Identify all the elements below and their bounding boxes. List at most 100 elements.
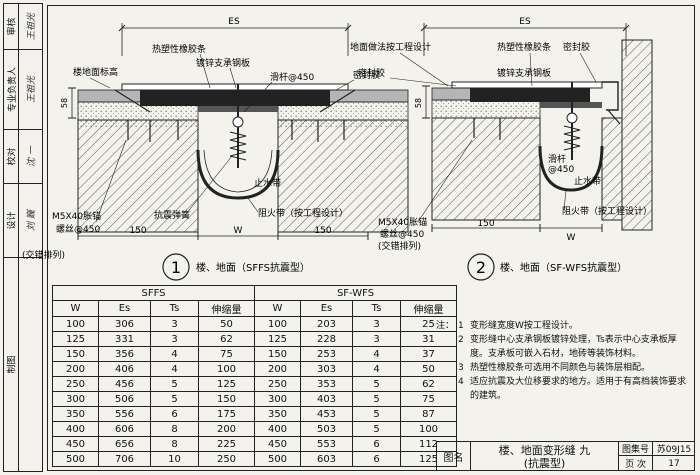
detail-1-number: 1: [171, 258, 181, 277]
table-cell: 4: [150, 346, 199, 362]
table-cell: 253: [300, 346, 353, 362]
atlas-label: 图集号: [619, 442, 653, 456]
table-cell: 250: [52, 376, 99, 392]
table-cell: 200: [52, 361, 99, 377]
title-name: 楼、地面变形缝 九 (抗震型): [471, 442, 619, 471]
detail-1-circle: [162, 253, 190, 281]
table-cell: 228: [300, 331, 353, 347]
note-number: 4: [458, 376, 464, 387]
table-cell: 200: [198, 421, 255, 437]
table-cell: 350: [52, 406, 99, 422]
table-cell: 300: [254, 391, 301, 407]
table-cell: 4: [352, 361, 401, 377]
note-text: 变形缝中心支承钢板镀锌处理，Ts表示中心支承板厚度。支承板可嵌入石材，地砖等装饰…: [470, 334, 677, 359]
dim-es-1: ES: [228, 17, 240, 27]
table-cell: 5: [150, 391, 199, 407]
note-number: 1: [458, 321, 464, 331]
table-cell: 303: [300, 361, 353, 377]
table-cell: 503: [300, 421, 353, 437]
detail-2-title: 楼、地面（SF-WFS抗震型）: [500, 261, 627, 274]
column-header: 伸缩量: [400, 300, 457, 317]
table-cell: 450: [254, 436, 301, 452]
table-cell: 6: [352, 451, 401, 467]
table-cell: 87: [400, 406, 457, 422]
page-label: 页 次: [619, 456, 653, 471]
group-header-sfwfs: SF-WFS: [254, 285, 457, 301]
column-header: W: [52, 300, 99, 317]
table-cell: 62: [198, 331, 255, 347]
table-group-row: SFFS SF-WFS: [52, 285, 457, 301]
label-spring: 抗震弹簧: [154, 209, 190, 221]
table-cell: 350: [254, 406, 301, 422]
table-cell: 456: [98, 376, 151, 392]
label-rubber-strip: 热塑性橡胶条: [152, 43, 206, 55]
table-cell: 306: [98, 316, 151, 332]
table-cell: 100: [400, 421, 457, 437]
detail-2: ES 58 地面做法按工程设计 热塑性橡胶条: [350, 17, 653, 281]
table-cell: 353: [300, 376, 353, 392]
label-anchor-2c: (交错排列): [378, 240, 421, 252]
table-cell: 100: [52, 316, 99, 332]
table-cell: 706: [98, 451, 151, 467]
table-cell: 400: [254, 421, 301, 437]
table-cell: 125: [400, 451, 457, 467]
label-anchor-1: M5X40胀锚: [52, 210, 101, 222]
table-cell: 150: [52, 346, 99, 362]
table-cell: 50: [198, 316, 255, 332]
table-cell: 3: [150, 331, 199, 347]
label-sealant-2b: 密封胶: [358, 67, 385, 79]
label-slide-bar: 滑杆@450: [270, 71, 314, 83]
detail-1: ES 58: [22, 17, 409, 281]
table-cell: 100: [198, 361, 255, 377]
note-number: 2: [458, 334, 464, 345]
label-slide-bar-2b: @450: [548, 165, 574, 175]
label-anchor-1c: (交错排列): [22, 249, 65, 261]
note-text: 热塑性橡胶条可选用不同颜色与装饰层相配。: [470, 362, 651, 373]
table-cell: 6: [150, 406, 199, 422]
label-fire-1: 阻火带（按工程设计）: [258, 207, 348, 219]
table-cell: 75: [198, 346, 255, 362]
table-cell: 150: [198, 391, 255, 407]
title-name-line2: (抗震型): [523, 456, 566, 470]
column-header: Es: [300, 300, 353, 317]
label-anchor-2: M5X40胀锚: [378, 216, 427, 228]
table-cell: 403: [300, 391, 353, 407]
table-cell: 8: [150, 421, 199, 437]
table-cell: 150: [254, 346, 301, 362]
note-item: 2 变形缝中心支承钢板镀锌处理，Ts表示中心支承板厚度。支承板可嵌入石材，地砖等装…: [458, 334, 688, 362]
table-cell: 125: [52, 331, 99, 347]
label-sealant-1: 密封胶: [353, 69, 380, 81]
column-header: Ts: [150, 300, 199, 317]
table-cell: 553: [300, 436, 353, 452]
table-cell: 5: [352, 421, 401, 437]
dim-58-2: 58: [414, 98, 423, 108]
dim-w-2: W: [567, 233, 576, 243]
notes-heading: 注：: [436, 321, 455, 331]
table-cell: 400: [52, 421, 99, 437]
column-header: 伸缩量: [198, 300, 255, 317]
sidebar-row-design: 设计 刘 巍: [4, 184, 42, 258]
dim-58-1: 58: [60, 98, 69, 108]
atlas-value: 苏09J15: [653, 442, 695, 456]
label-finish-design: 地面做法按工程设计: [350, 41, 431, 53]
table-cell: 656: [98, 436, 151, 452]
sidebar-row-drafting: 制图: [4, 258, 42, 471]
table-cell: 250: [198, 451, 255, 467]
dim-150-2: 150: [477, 219, 494, 229]
table-cell: 500: [52, 451, 99, 467]
table-cell: 450: [52, 436, 99, 452]
group-header-sffs: SFFS: [52, 285, 255, 301]
